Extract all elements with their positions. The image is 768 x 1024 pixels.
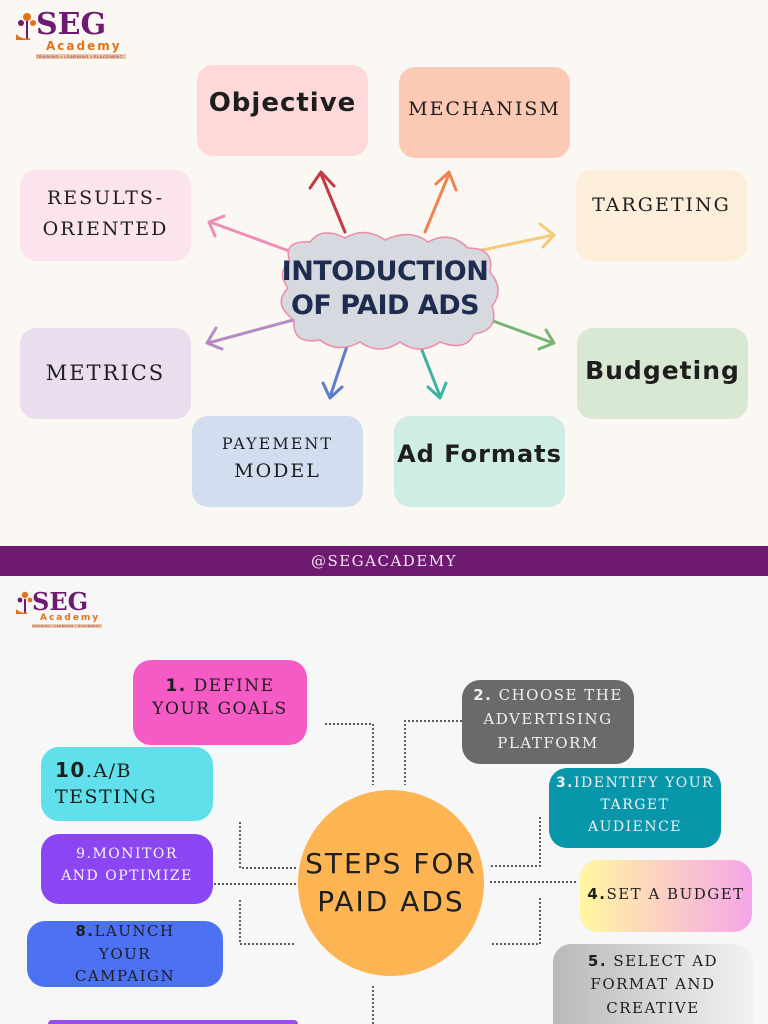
- step-10-line1: .A/B: [85, 760, 132, 783]
- node-payement-line2: MODEL: [234, 460, 321, 483]
- bottom-center-line2: PAID ADS: [317, 885, 465, 918]
- step-3-line3: AUDIENCE: [587, 818, 683, 835]
- brand-name: SEG: [36, 7, 107, 42]
- step-1-num: 1.: [165, 675, 187, 696]
- step-8-line1: LAUNCH: [94, 922, 175, 941]
- step-5: 5. SELECT AD FORMAT AND CREATIVE: [553, 944, 753, 1024]
- arrow-metrics: [205, 317, 299, 351]
- step-9-line2: AND OPTIMIZE: [61, 868, 193, 884]
- arrow-budgeting: [483, 316, 556, 351]
- step-9-line1: MONITOR: [92, 846, 178, 863]
- top-center-line2: OF PAID ADS: [290, 290, 480, 321]
- arrow-targeting: [476, 222, 556, 253]
- brand-sub: Academy: [46, 39, 122, 53]
- center-blob-shape: [280, 231, 499, 350]
- brand-name-bottom: SEG: [32, 587, 89, 616]
- step-1: 1. DEFINE YOUR GOALS: [133, 660, 307, 745]
- top-center-title: INTODUCTION OF PAID ADS: [280, 248, 490, 330]
- step-3: 3.IDENTIFY YOUR TARGET AUDIENCE: [549, 768, 721, 848]
- step-9-num: 9.: [76, 846, 93, 863]
- brand-tagline-bottom: TRAINING • LEARNING • PLACEMENT: [32, 624, 102, 628]
- step-2: 2. CHOOSE THE ADVERTISING PLATFORM: [462, 680, 634, 764]
- step-2-line3: PLATFORM: [497, 734, 599, 752]
- step-2-line2: ADVERTISING: [483, 710, 613, 728]
- step-5-line1: SELECT AD: [613, 952, 719, 971]
- step-4: 4.SET A BUDGET: [580, 860, 752, 932]
- step-10-num: 10: [55, 758, 86, 783]
- brand-sub-bottom: Academy: [40, 613, 101, 623]
- step-4-num: 4.: [587, 884, 607, 903]
- node-metrics-label: METRICS: [45, 361, 166, 385]
- arrow-mechanism: [423, 170, 458, 234]
- step-7-partial: [48, 1020, 298, 1024]
- node-targeting-label: TARGETING: [592, 193, 731, 216]
- step-3-num: 3.: [555, 775, 574, 792]
- step-8: 8.LAUNCH YOUR CAMPAIGN: [27, 921, 223, 987]
- step-8-line2: YOUR: [98, 944, 152, 963]
- step-5-line2: FORMAT AND: [590, 975, 716, 994]
- node-mechanism-label: MECHANISM: [408, 97, 561, 120]
- step-2-line1: CHOOSE THE: [498, 686, 623, 704]
- brand-logo-top: SEG Academy TRAINING • LEARNING • PLACEM…: [16, 10, 128, 62]
- step-2-num: 2.: [473, 686, 493, 704]
- node-budgeting: Budgeting: [577, 328, 748, 419]
- flower-icon: [16, 13, 36, 40]
- step-9: 9.MONITOR AND OPTIMIZE: [41, 834, 213, 904]
- handle-band: @SEGACADEMY: [0, 546, 768, 576]
- node-ad-formats: Ad Formats: [394, 416, 565, 507]
- step-8-line3: CAMPAIGN: [74, 967, 176, 986]
- step-1-line1: DEFINE: [193, 675, 275, 696]
- arrow-payement: [321, 341, 350, 400]
- node-budgeting-label: Budgeting: [585, 356, 740, 385]
- step-8-num: 8.: [75, 922, 95, 941]
- node-payement-line1: PAYEMENT: [221, 433, 334, 453]
- step-5-num: 5.: [587, 952, 608, 971]
- bottom-center-line1: STEPS FOR: [305, 847, 477, 881]
- top-arrows: [205, 170, 556, 400]
- top-center-line1: INTODUCTION: [281, 256, 489, 288]
- node-targeting: TARGETING: [576, 170, 747, 261]
- node-results-line1: RESULTS-: [46, 187, 165, 210]
- flower-icon: [16, 591, 33, 614]
- node-metrics: METRICS: [20, 328, 191, 419]
- node-results-oriented: RESULTS- ORIENTED: [20, 170, 191, 261]
- node-objective: Objective: [197, 65, 368, 156]
- step-4-line1: SET A BUDGET: [606, 884, 745, 903]
- node-ad-formats-label: Ad Formats: [397, 439, 562, 468]
- step-1-line2: YOUR GOALS: [152, 698, 288, 719]
- step-3-line1: IDENTIFY YOUR: [574, 775, 715, 792]
- arrow-objective: [308, 170, 347, 234]
- step-5-line3: CREATIVE: [606, 998, 700, 1017]
- brand-logo-bottom: SEG Academy TRAINING • LEARNING • PLACEM…: [16, 590, 102, 630]
- step-3-line2: TARGET: [600, 797, 670, 814]
- node-mechanism: MECHANISM: [399, 67, 570, 158]
- step-10: 10.A/B TESTING: [41, 747, 213, 821]
- node-objective-label: Objective: [208, 87, 357, 118]
- brand-tagline: TRAINING • LEARNING • PLACEMENT: [36, 54, 126, 59]
- bottom-center-circle: STEPS FOR PAID ADS: [298, 790, 484, 976]
- node-payement-model: PAYEMENT MODEL: [192, 416, 363, 507]
- arrow-results: [207, 214, 294, 254]
- step-10-line2: TESTING: [55, 786, 158, 808]
- node-results-line2: ORIENTED: [42, 217, 169, 240]
